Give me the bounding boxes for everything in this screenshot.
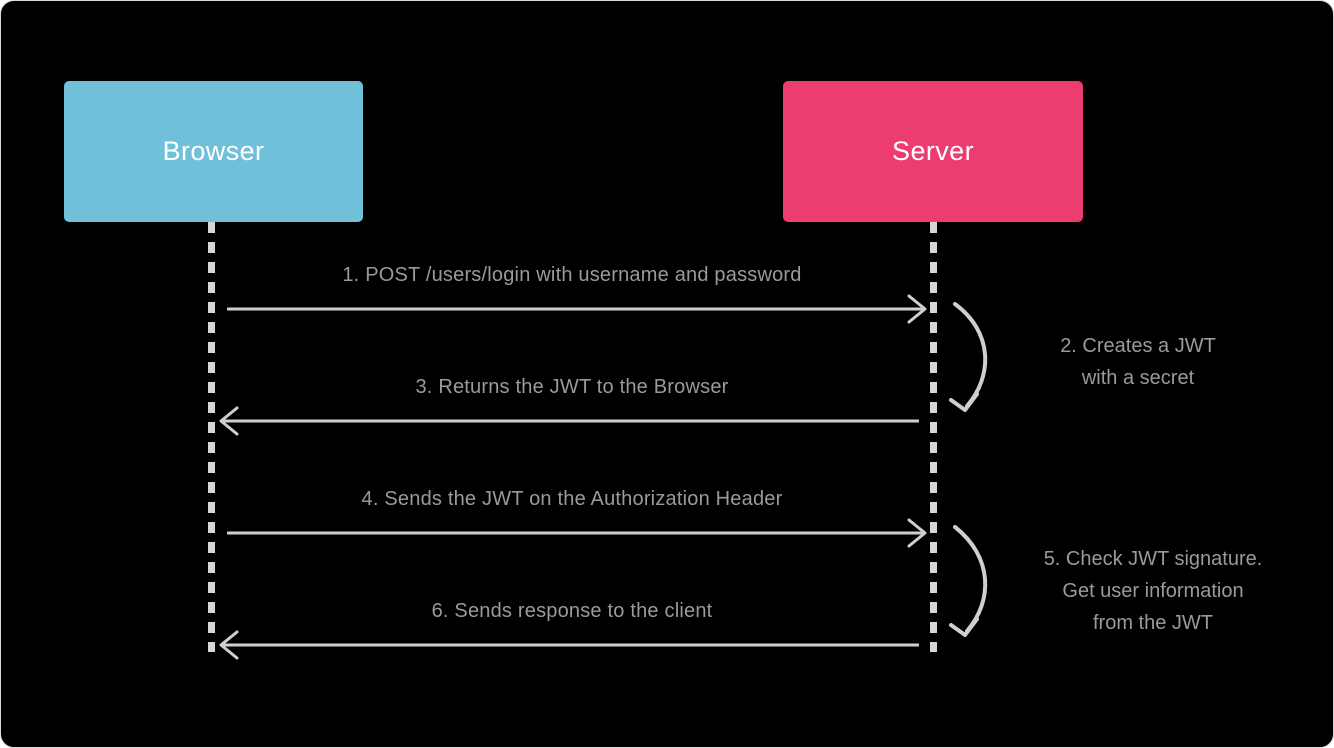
message-3-arrow: [211, 406, 933, 436]
lifeline-server: [930, 222, 937, 652]
message-1-arrow: [211, 294, 933, 324]
self-message-5-line-3: from the JWT: [1092, 612, 1213, 634]
self-message-2[interactable]: 2. Creates a JWT with a secret: [941, 298, 1281, 420]
self-message-2-label: 2. Creates a JWT with a secret: [1003, 330, 1273, 394]
participant-label-browser: Browser: [162, 136, 265, 166]
participant-label-server: Server: [892, 136, 974, 166]
self-message-2-line-2: with a secret: [1081, 367, 1195, 389]
message-6-arrow: [211, 630, 933, 660]
message-4-arrow: [211, 518, 933, 548]
self-message-5-line-2: Get user information: [1062, 580, 1244, 602]
lifeline-dashes-server: [930, 222, 937, 652]
self-message-5-arc: [949, 525, 988, 637]
participant-box-server[interactable]: Server: [783, 81, 1083, 222]
self-message-5[interactable]: 5. Check JWT signature. Get user informa…: [941, 521, 1301, 646]
message-4-label: 4. Sends the JWT on the Authorization He…: [361, 488, 783, 510]
lifeline-browser: [208, 222, 215, 652]
message-6[interactable]: 6. Sends response to the client: [211, 600, 933, 660]
message-4[interactable]: 4. Sends the JWT on the Authorization He…: [211, 488, 933, 548]
message-1[interactable]: 1. POST /users/login with username and p…: [211, 264, 933, 324]
participant-box-browser[interactable]: Browser: [64, 81, 363, 222]
message-3[interactable]: 3. Returns the JWT to the Browser: [211, 376, 933, 436]
self-message-2-arc: [949, 302, 988, 412]
lifeline-dashes-browser: [208, 222, 215, 652]
message-1-label: 1. POST /users/login with username and p…: [342, 264, 802, 286]
self-message-2-line-1: 2. Creates a JWT: [1060, 335, 1216, 357]
self-message-5-line-1: 5. Check JWT signature.: [1043, 548, 1263, 570]
self-message-5-label: 5. Check JWT signature. Get user informa…: [1003, 543, 1303, 639]
message-6-label: 6. Sends response to the client: [431, 600, 713, 622]
message-3-label: 3. Returns the JWT to the Browser: [415, 376, 729, 398]
